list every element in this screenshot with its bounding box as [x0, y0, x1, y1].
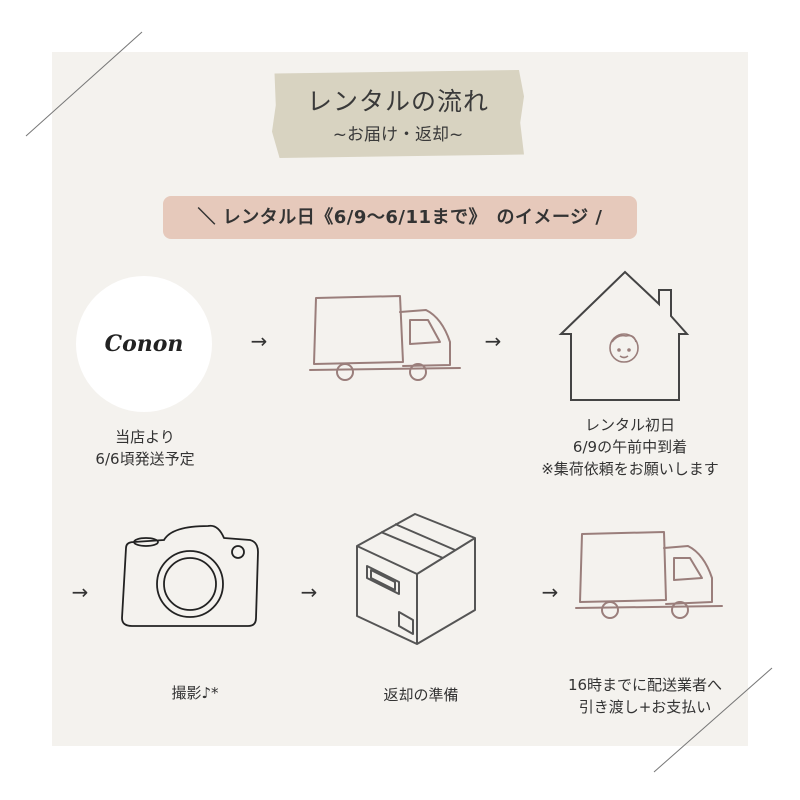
arrow-3: →: [71, 580, 89, 604]
caption-prepare-line1: 返却の準備: [383, 686, 459, 704]
title-tape: [272, 70, 524, 158]
caption-prepare: 返却の準備: [336, 684, 506, 706]
caption-ship: 当店より 6/6頃発送予定: [60, 426, 230, 470]
page-title: レンタルの流れ: [306, 87, 489, 116]
caption-return: 16時までに配送業者へ 引き渡し+お支払い: [540, 674, 750, 718]
caption-return-line1: 16時までに配送業者へ: [567, 676, 723, 694]
caption-ship-line1: 当店より: [115, 428, 175, 446]
arrow-2: →: [484, 329, 502, 353]
page-subtitle: ~お届け・返却~: [332, 125, 464, 145]
arrow-1: →: [250, 329, 268, 353]
box-icon: [356, 513, 476, 645]
caption-arrive-line1: レンタル初日: [584, 416, 675, 434]
baby-face-icon: [609, 333, 639, 363]
arrow-5: →: [541, 580, 559, 604]
caption-ship-line2: 6/6頃発送予定: [95, 450, 195, 468]
caption-arrive: レンタル初日 6/9の午前中到着 ※集荷依頼をお願いします: [520, 414, 740, 480]
truck-icon: [309, 295, 461, 381]
caption-arrive-line3: ※集荷依頼をお願いします: [541, 460, 719, 478]
caption-arrive-line2: 6/9の午前中到着: [572, 438, 688, 456]
caption-shoot: 撮影♪*: [110, 682, 280, 704]
truck-icon-return: [575, 531, 723, 619]
camera-icon: [121, 524, 259, 627]
brand-circle: [76, 276, 212, 412]
caption-shoot-line1: 撮影♪*: [171, 684, 219, 702]
house-icon: [558, 270, 690, 401]
arrow-4: →: [300, 580, 318, 604]
brand-logo: Conon: [104, 331, 184, 357]
caption-return-line2: 引き渡し+お支払い: [578, 698, 712, 716]
rental-date-banner: ＼ レンタル日《6/9〜6/11まで》 のイメージ /: [163, 196, 637, 239]
